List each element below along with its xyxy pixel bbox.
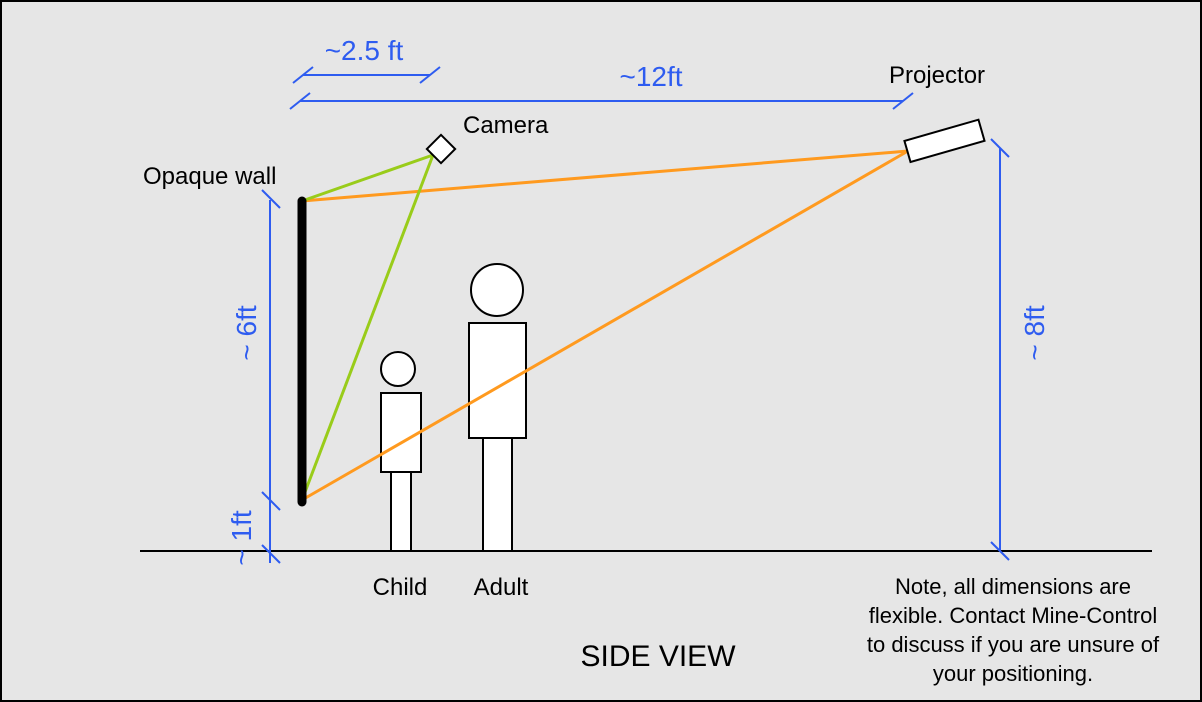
dimension-projector-distance-label: ~12ft (619, 61, 682, 92)
projector-label: Projector (889, 62, 985, 89)
opaque-wall-label: Opaque wall (143, 163, 276, 190)
dimension-projector-height (990, 138, 1010, 561)
projection-beam-top (301, 149, 909, 203)
camera-view-top (301, 153, 434, 203)
note-line: flexible. Contact Mine-Control (869, 603, 1158, 628)
dimension-wall-height (261, 189, 281, 564)
note-line: to discuss if you are unsure of (867, 632, 1160, 657)
adult-body (468, 322, 527, 439)
adult-head (470, 263, 524, 317)
child-legs (390, 471, 412, 552)
dimension-camera-offset (292, 66, 441, 84)
projection-beams (301, 149, 909, 502)
adult-figure (468, 263, 527, 552)
side-view-title: SIDE VIEW (580, 640, 736, 673)
adult-label: Adult (474, 574, 529, 601)
child-label: Child (373, 574, 428, 601)
note-line: your positioning. (933, 661, 1093, 686)
child-body (380, 392, 422, 473)
dimension-projector-distance (289, 92, 914, 110)
camera-label: Camera (463, 112, 549, 139)
camera-view-bottom (300, 154, 435, 501)
dimension-camera-offset-label: ~2.5 ft (325, 35, 404, 66)
camera-view-lines (300, 153, 435, 501)
camera-icon (425, 133, 457, 165)
dimension-wall-base-label: ~ 1ft (226, 510, 257, 565)
note-line: Note, all dimensions are (895, 574, 1131, 599)
projection-beam-bottom (301, 149, 909, 502)
dimension-wall-height-label: ~ 6ft (231, 305, 262, 360)
projector-icon (903, 118, 986, 164)
adult-legs (482, 437, 513, 552)
dimension-projector-height-label: ~ 8ft (1019, 305, 1050, 360)
child-head (380, 351, 416, 387)
note: Note, all dimensions are flexible. Conta… (867, 574, 1160, 686)
